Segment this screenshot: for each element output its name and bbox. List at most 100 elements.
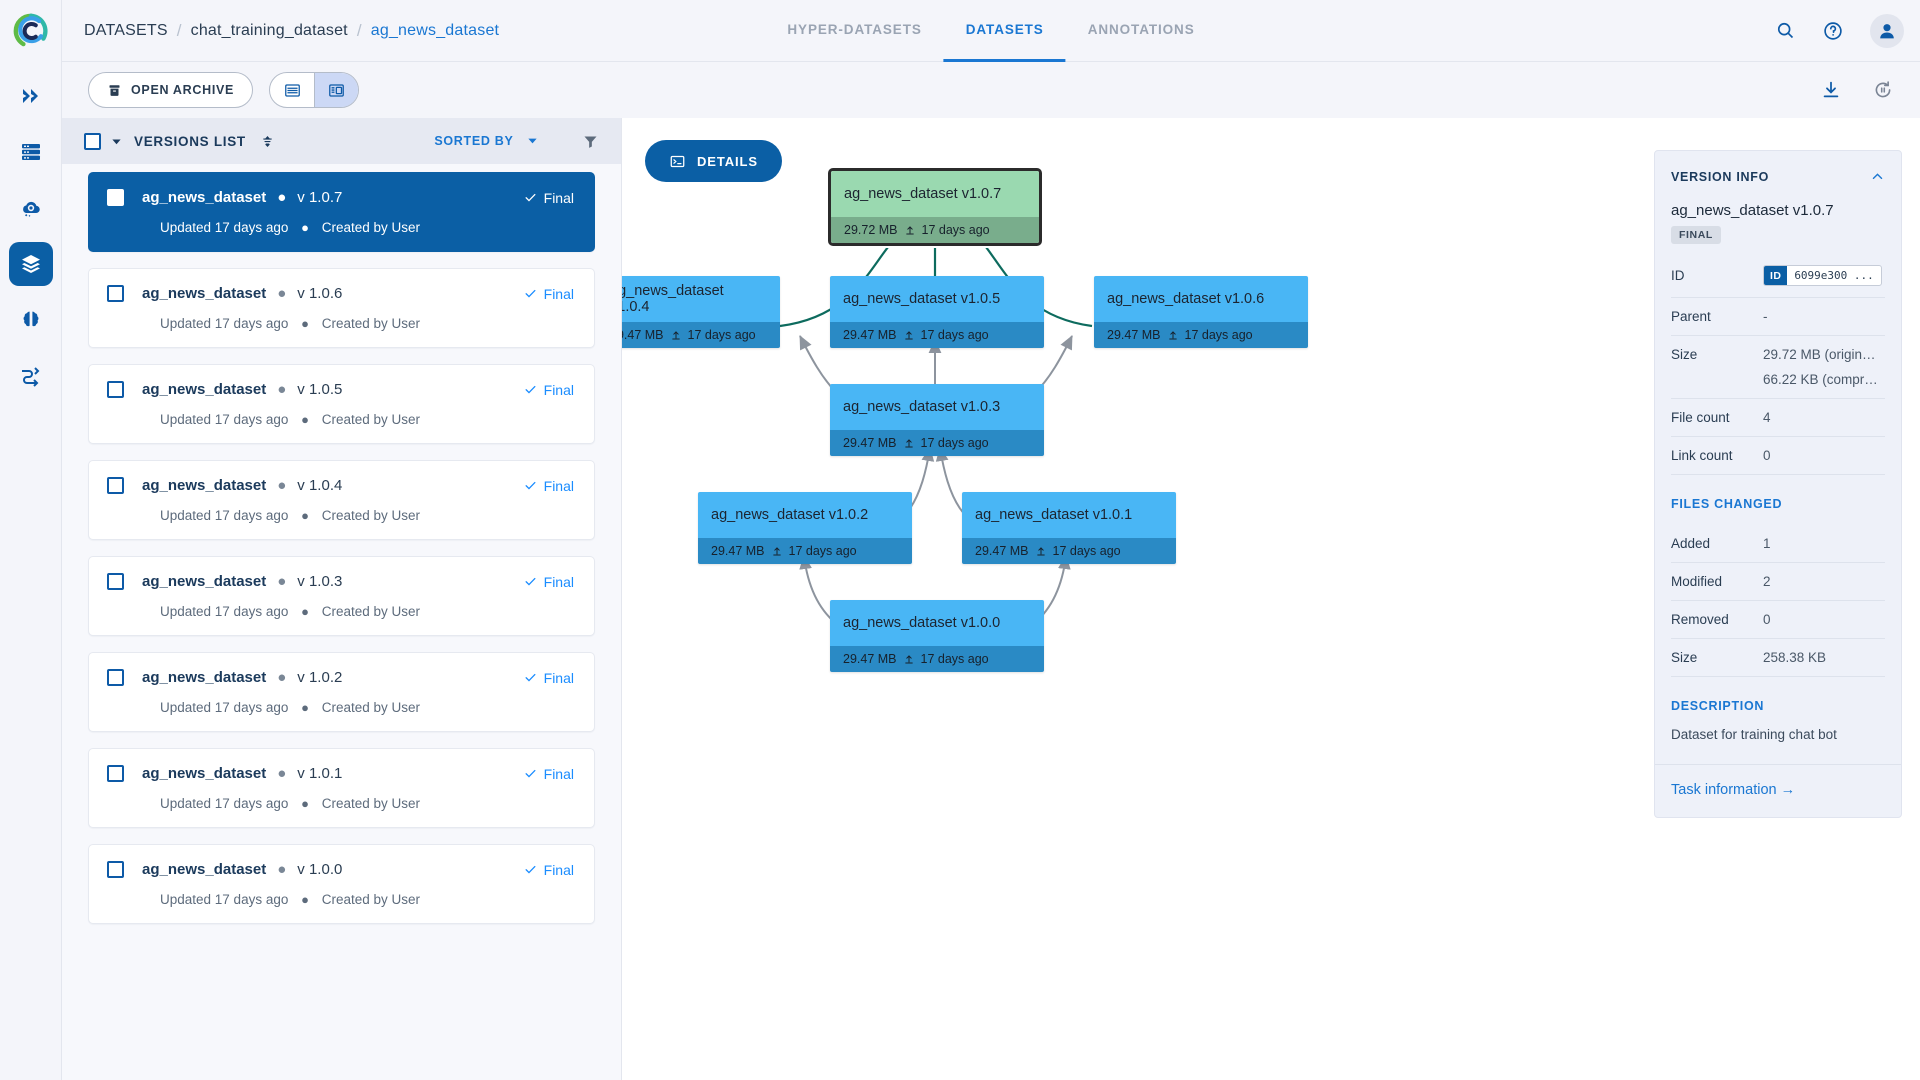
tab-datasets[interactable]: DATASETS <box>943 0 1066 62</box>
id-chip[interactable]: ID 6099e300 ... <box>1763 265 1882 286</box>
list-view-icon[interactable] <box>270 73 314 107</box>
graph-node-v1-0-3[interactable]: ag_news_dataset v1.0.3 29.47 MB 17 days … <box>830 384 1044 456</box>
files-changed-row-modified: Modified 2 <box>1671 563 1885 601</box>
open-archive-label: OPEN ARCHIVE <box>131 83 235 97</box>
user-icon <box>1880 23 1894 38</box>
task-information-link[interactable]: Task information → <box>1671 782 1796 798</box>
version-meta: Updated 17 days ago ● Created by User <box>160 700 574 715</box>
refresh-icon[interactable] <box>1872 79 1894 101</box>
version-name: ag_news_dataset <box>142 477 267 494</box>
search-icon[interactable] <box>1775 20 1796 41</box>
status-label: Final <box>543 669 574 686</box>
graph-node-time: 17 days ago <box>920 436 989 450</box>
help-icon[interactable] <box>1822 20 1844 42</box>
creator-text: Created by User <box>321 892 421 907</box>
info-row-size-compressed: 66.22 KB (compr… <box>1671 366 1885 399</box>
version-info-panel: VERSION INFO ag_news_dataset v1.0.7 FINA… <box>1654 150 1902 818</box>
row-checkbox[interactable] <box>107 285 124 302</box>
breadcrumb-item-project[interactable]: chat_training_dataset <box>190 21 348 39</box>
row-checkbox[interactable] <box>107 573 124 590</box>
select-all-checkbox[interactable] <box>84 132 101 150</box>
info-value: 0 <box>1763 612 1771 627</box>
row-checkbox[interactable] <box>107 861 124 878</box>
info-key: Size <box>1671 347 1698 362</box>
check-icon <box>525 865 536 874</box>
row-checkbox[interactable] <box>107 669 124 686</box>
info-value: 2 <box>1763 574 1771 589</box>
sidebar-item-pipelines[interactable] <box>9 74 53 118</box>
graph-node-time: 17 days ago <box>1052 544 1121 558</box>
description-text: Dataset for training chat bot <box>1671 727 1837 742</box>
list-item[interactable]: ag_news_dataset ● v 1.0.2 Final Updated … <box>88 652 595 732</box>
open-archive-button[interactable]: OPEN ARCHIVE <box>88 72 254 108</box>
graph-node-v1-0-2[interactable]: ag_news_dataset v1.0.2 29.47 MB 17 days … <box>698 492 912 564</box>
tab-annotations[interactable]: ANNOTATIONS <box>1087 21 1195 37</box>
list-item[interactable]: ag_news_dataset ● v 1.0.4 Final Updated … <box>88 460 595 540</box>
row-checkbox[interactable] <box>107 381 124 398</box>
version-name: ag_news_dataset <box>142 285 267 302</box>
breadcrumb-item-current[interactable]: ag_news_dataset <box>370 21 500 39</box>
status-label: Final <box>543 285 574 302</box>
files-changed-title: FILES CHANGED <box>1671 497 1783 511</box>
version-info-header: VERSION INFO <box>1655 151 1901 198</box>
row-checkbox[interactable] <box>107 477 124 494</box>
chevron-up-icon[interactable] <box>1870 169 1885 184</box>
version-meta: Updated 17 days ago ● Created by User <box>160 796 574 811</box>
filter-icon[interactable] <box>582 133 599 150</box>
separator-dot: ● <box>301 700 309 715</box>
info-value: 29.72 MB (origin… <box>1763 347 1876 362</box>
graph-node-v1-0-0[interactable]: ag_news_dataset v1.0.0 29.47 MB 17 days … <box>830 600 1044 672</box>
graph-node-time: 17 days ago <box>788 544 857 558</box>
list-item[interactable]: ag_news_dataset ● v 1.0.6 Final Updated … <box>88 268 595 348</box>
brain-icon <box>23 311 38 329</box>
sidebar-item-reports[interactable] <box>9 354 53 398</box>
graph-node-time: 17 days ago <box>1184 328 1253 342</box>
upload-icon <box>1168 331 1177 340</box>
tab-hyper-datasets[interactable]: HYPER-DATASETS <box>787 21 922 37</box>
versions-list-scroll[interactable]: ag_news_dataset ● v 1.0.7 Final Updated … <box>62 164 621 1080</box>
download-icon[interactable] <box>1820 79 1842 101</box>
upload-icon <box>1036 547 1045 556</box>
graph-node-v1-0-6[interactable]: ag_news_dataset v1.0.6 29.47 MB 17 days … <box>1094 276 1308 348</box>
split-view-icon[interactable] <box>314 73 359 107</box>
separator-dot: ● <box>301 892 309 907</box>
info-key: Removed <box>1671 612 1729 627</box>
info-value: 1 <box>1763 536 1771 551</box>
graph-node-v1-0-4[interactable]: ag_news_dataset v1.0.4 29.47 MB 17 days … <box>622 276 780 348</box>
row-checkbox[interactable] <box>107 765 124 782</box>
version-name: ag_news_dataset <box>142 861 267 878</box>
chevron-down-icon[interactable] <box>111 136 122 147</box>
version-number: v 1.0.5 <box>297 381 343 398</box>
list-item[interactable]: ag_news_dataset ● v 1.0.3 Final Updated … <box>88 556 595 636</box>
sidebar-item-datasets[interactable] <box>8 242 53 286</box>
updated-text: Updated 17 days ago <box>160 220 289 235</box>
creator-text: Created by User <box>321 316 421 331</box>
graph-node-meta: 29.47 MB 17 days ago <box>962 538 1176 564</box>
upload-icon <box>905 226 914 235</box>
graph-node-v1-0-7[interactable]: ag_news_dataset v1.0.7 29.72 MB 17 days … <box>828 168 1042 246</box>
breadcrumb-item-datasets[interactable]: DATASETS <box>84 21 168 39</box>
row-checkbox[interactable] <box>107 189 124 206</box>
graph-node-size: 29.47 MB <box>843 436 897 450</box>
list-item[interactable]: ag_news_dataset ● v 1.0.5 Final Updated … <box>88 364 595 444</box>
version-meta: Updated 17 days ago ● Created by User <box>160 316 574 331</box>
list-item[interactable]: ag_news_dataset ● v 1.0.0 Final Updated … <box>88 844 595 924</box>
details-button[interactable]: DETAILS <box>645 140 782 182</box>
info-key: ID <box>1671 268 1685 283</box>
sidebar-item-workers[interactable] <box>9 130 53 174</box>
status-badge: Final <box>524 670 574 686</box>
info-key: Modified <box>1671 574 1723 589</box>
clearml-logo[interactable] <box>0 0 62 62</box>
info-value: 4 <box>1763 410 1771 425</box>
sorted-by-dropdown[interactable]: SORTED BY <box>434 132 538 150</box>
list-item[interactable]: ag_news_dataset ● v 1.0.7 Final Updated … <box>88 172 595 252</box>
graph-node-v1-0-1[interactable]: ag_news_dataset v1.0.1 29.47 MB 17 days … <box>962 492 1176 564</box>
updated-text: Updated 17 days ago <box>160 412 289 427</box>
avatar[interactable] <box>1870 13 1904 48</box>
sort-icon[interactable] <box>260 134 275 149</box>
sidebar-item-models[interactable] <box>9 298 53 342</box>
sidebar-item-autoscalers[interactable] <box>9 186 53 230</box>
version-meta: Updated 17 days ago ● Created by User <box>160 412 574 427</box>
list-item[interactable]: ag_news_dataset ● v 1.0.1 Final Updated … <box>88 748 595 828</box>
graph-node-v1-0-5[interactable]: ag_news_dataset v1.0.5 29.47 MB 17 days … <box>830 276 1044 348</box>
